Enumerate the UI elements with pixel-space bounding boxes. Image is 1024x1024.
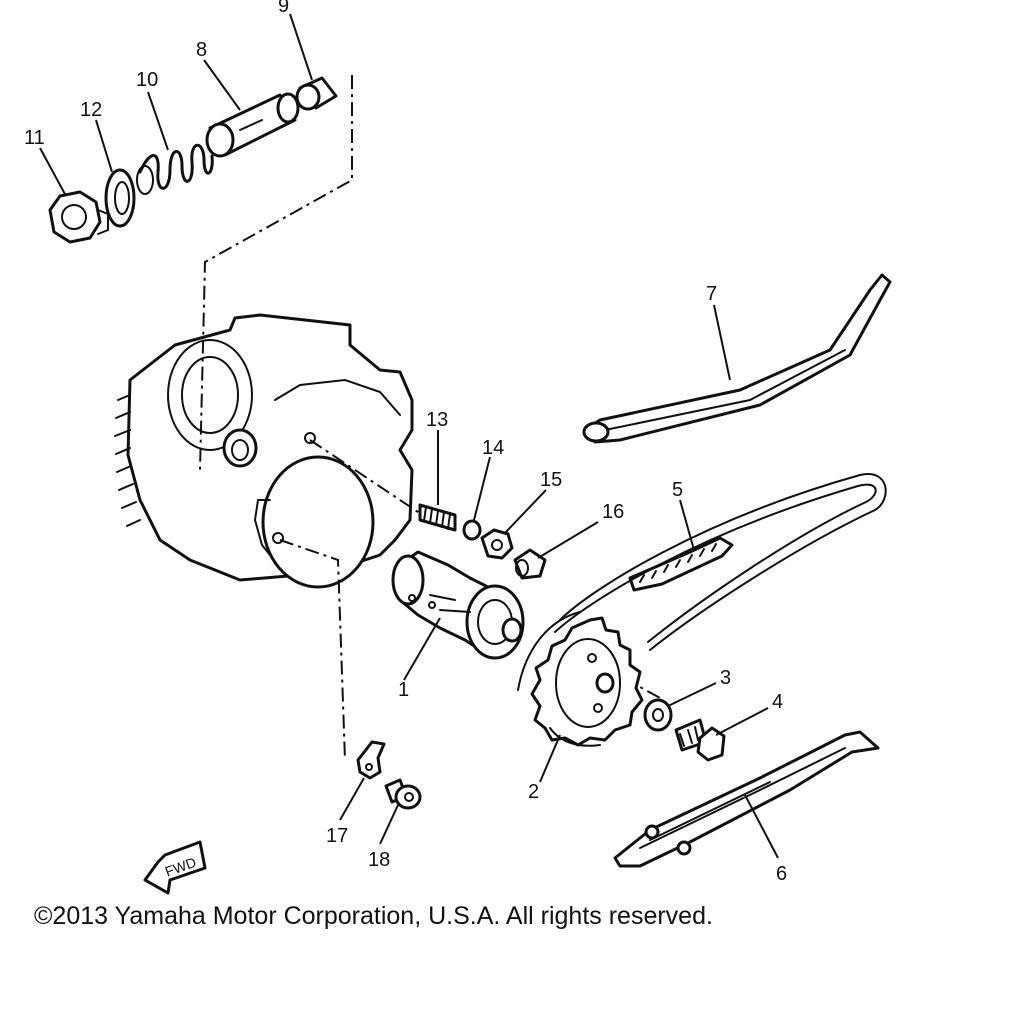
gasket	[104, 168, 136, 228]
cam-sprocket	[517, 611, 644, 747]
callout-6: 6	[776, 863, 787, 885]
callout-16: 16	[602, 501, 624, 523]
callout-10: 10	[136, 69, 158, 91]
set-screw	[418, 503, 457, 532]
sprocket-bolt	[674, 718, 726, 762]
cap-nut	[513, 548, 547, 580]
fwd-arrow: FWD	[143, 840, 207, 895]
callout-9: 9	[278, 0, 289, 17]
callout-5: 5	[672, 479, 683, 501]
camshaft	[391, 550, 525, 660]
cam-chain-link	[628, 536, 734, 592]
callout-1: 1	[398, 679, 409, 701]
callout-2: 2	[528, 781, 539, 803]
lock-nut	[480, 528, 514, 560]
callout-7: 7	[706, 283, 717, 305]
copyright-notice: ©2013 Yamaha Motor Corporation, U.S.A. A…	[34, 902, 713, 930]
callout-14: 14	[482, 437, 504, 459]
callout-18: 18	[368, 849, 390, 871]
callout-3: 3	[720, 667, 731, 689]
retaining-clip	[356, 740, 386, 780]
callout-17: 17	[326, 825, 348, 847]
end-cap	[295, 76, 338, 111]
callout-13: 13	[426, 409, 448, 431]
callout-12: 12	[80, 99, 102, 121]
callout-15: 15	[540, 469, 562, 491]
cam-chain-loop	[554, 473, 887, 651]
leader-lines	[39, 13, 779, 859]
tensioner-rod	[205, 92, 300, 158]
cylinder-head	[114, 313, 414, 589]
cap-bolt	[48, 190, 109, 244]
callout-8: 8	[196, 39, 207, 61]
upper-chain-guide	[582, 273, 892, 444]
callout-labels: 9 8 10 12 11 7 13 14 15 16 5 1 3 4 2 6 1…	[24, 0, 787, 885]
callout-4: 4	[772, 691, 783, 713]
washer	[643, 698, 673, 732]
tensioner-spring	[136, 143, 214, 195]
o-ring	[462, 519, 482, 541]
callout-11: 11	[24, 127, 45, 149]
cap-screw	[384, 778, 422, 810]
